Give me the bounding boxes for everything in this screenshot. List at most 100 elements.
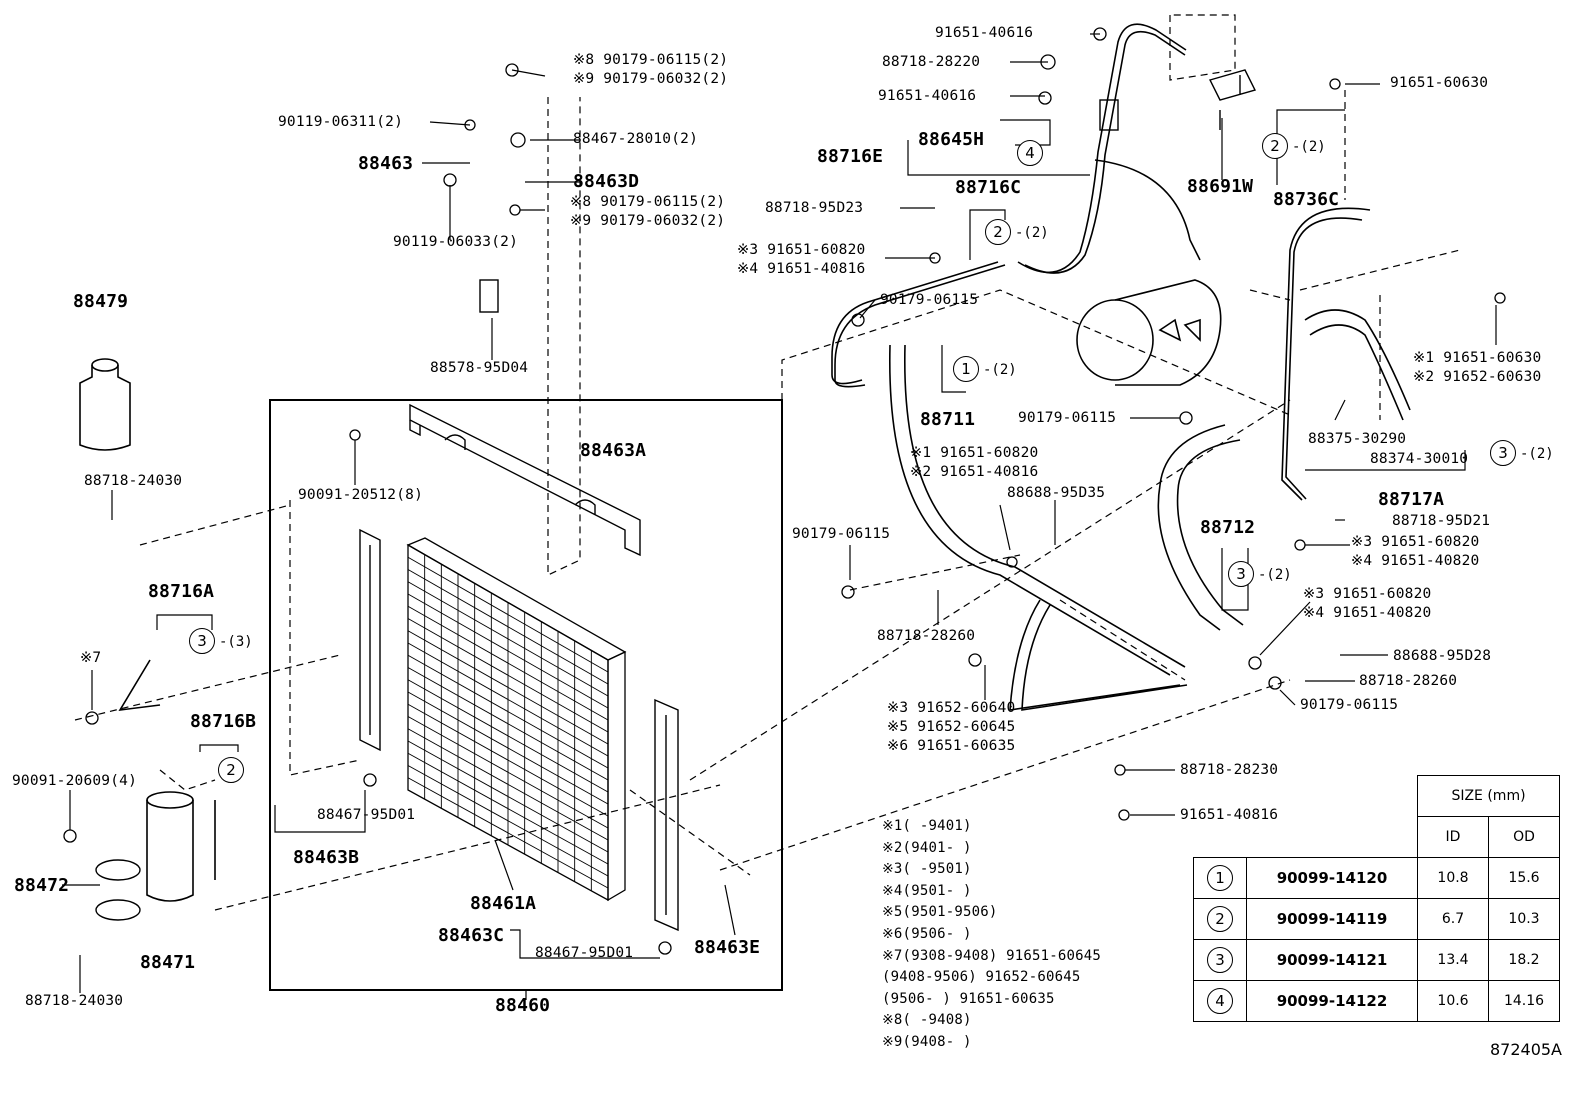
part-label: 88463D — [573, 171, 640, 192]
inner-diameter: 13.4 — [1417, 939, 1489, 981]
o-ring-part-number: 90099-14122 — [1246, 980, 1418, 1022]
part-label: 88718-95D23 — [765, 200, 864, 216]
o-ring-qty: -(2) — [1292, 139, 1326, 155]
desiccant-bottle — [79, 358, 131, 451]
o-ring-qty: -(2) — [1015, 225, 1049, 241]
id-header: ID — [1417, 816, 1489, 858]
part-label: 90119-06033(2) — [393, 234, 519, 250]
o-ring-callout: 1 — [953, 356, 979, 382]
part-label: 88718-28220 — [882, 54, 981, 70]
part-label: ※9 90179-06032(2) — [570, 213, 726, 229]
part-label: 88688-95D35 — [1007, 485, 1106, 501]
condenser-core — [406, 537, 627, 902]
part-label: 91651-40616 — [878, 88, 977, 104]
note-line: ※4(9501- ) — [882, 882, 972, 899]
part-label: 88718-28260 — [1359, 673, 1458, 689]
o-ring-qty: -(2) — [983, 362, 1017, 378]
part-label: ※9 90179-06032(2) — [573, 71, 729, 87]
note-line: ※7(9308-9408) 91651-60645 — [882, 947, 1102, 964]
part-label: 90119-06311(2) — [278, 114, 404, 130]
o-ring-callout: 3 — [1228, 561, 1254, 587]
note-line: (9506- ) 91651-60635 — [882, 990, 1055, 1007]
part-label: ※4 91651-40820 — [1351, 553, 1480, 569]
part-label: 88716E — [817, 146, 884, 167]
part-label: ※2 91652-60630 — [1413, 369, 1542, 385]
refrigerant-pipes — [118, 23, 1411, 880]
outer-diameter: 10.3 — [1488, 898, 1560, 940]
part-label: 88467-28010(2) — [573, 131, 699, 147]
pressure-switch — [1099, 99, 1119, 131]
bolts-and-fittings — [63, 27, 1506, 955]
part-label: ※7 — [80, 650, 102, 666]
dashed-reference-lines — [74, 14, 1461, 911]
note-line: ※8( -9408) — [882, 1012, 972, 1029]
figure-reference: 872405A — [1489, 1040, 1562, 1059]
o-ring-qty: -(2) — [1520, 446, 1554, 462]
receiver-dryer — [146, 791, 194, 902]
part-label: 88717A — [1378, 489, 1445, 510]
outer-diameter: 15.6 — [1488, 857, 1560, 899]
cooler-wire — [1208, 69, 1257, 130]
part-label: 88463C — [438, 925, 505, 946]
note-line: ※3( -9501) — [882, 861, 972, 878]
o-ring-callout: 2 — [1262, 133, 1288, 159]
part-label: 88467-95D01 — [317, 807, 416, 823]
part-label: ※3 91651-60820 — [737, 242, 866, 258]
part-label: 88374-30010 — [1370, 451, 1469, 467]
part-label: 88471 — [140, 952, 196, 973]
part-label: ※4 91651-40816 — [737, 261, 866, 277]
part-label: 88578-95D04 — [430, 360, 529, 376]
part-label: 88716C — [955, 177, 1022, 198]
note-line: ※6(9506- ) — [882, 926, 972, 942]
part-label: 88716B — [190, 711, 257, 732]
part-label: ※8 90179-06115(2) — [570, 194, 726, 210]
part-label: 88463E — [694, 937, 761, 958]
part-label: 88718-28230 — [1180, 762, 1279, 778]
note-line: ※2(9401- ) — [882, 839, 972, 856]
part-label: 88718-95D21 — [1392, 513, 1491, 529]
size-header: SIZE (mm) — [1417, 775, 1560, 817]
part-label: 88645H — [918, 129, 985, 150]
note-line: ※9(9408- ) — [882, 1034, 972, 1050]
part-label: 91651-40816 — [1180, 807, 1279, 823]
part-label: 88688-95D28 — [1393, 648, 1492, 664]
part-label: 88463 — [358, 153, 414, 174]
o-ring-callout: 4 — [1017, 140, 1043, 166]
inner-diameter: 10.6 — [1417, 980, 1489, 1022]
part-label: 91651-40616 — [935, 25, 1034, 41]
part-label: 88711 — [920, 409, 976, 430]
o-ring-part-number: 90099-14120 — [1246, 857, 1418, 899]
part-label: ※1 91651-60630 — [1413, 350, 1542, 366]
left-side-bracket — [359, 528, 381, 752]
part-label: 88461A — [470, 893, 537, 914]
part-label: 90091-20609(4) — [12, 773, 138, 789]
compressor — [1076, 279, 1222, 386]
part-label: 90179-06115 — [792, 526, 891, 542]
o-ring-qty: -(2) — [1258, 567, 1292, 583]
part-label: 88691W — [1187, 176, 1254, 197]
row-number: 4 — [1193, 980, 1247, 1022]
part-label: 88463B — [293, 847, 360, 868]
note-line: ※5(9501-9506) — [882, 904, 998, 921]
part-label: 88463A — [580, 440, 647, 461]
part-label: ※2 91651-40816 — [910, 464, 1039, 480]
part-label: ※3 91652-60640 — [887, 700, 1016, 716]
part-label: ※8 90179-06115(2) — [573, 52, 729, 68]
part-label: 88718-24030 — [84, 473, 183, 489]
part-label: 88736C — [1273, 189, 1340, 210]
row-number: 2 — [1193, 898, 1247, 940]
inner-diameter: 10.8 — [1417, 857, 1489, 899]
part-label: ※3 91651-60820 — [1303, 586, 1432, 602]
condenser-core-grid — [407, 554, 609, 891]
note-line: ※1( -9401) — [882, 818, 972, 834]
o-ring-callout: 2 — [218, 757, 244, 783]
o-ring-qty: -(3) — [219, 634, 253, 650]
o-ring-part-number: 90099-14121 — [1246, 939, 1418, 981]
part-label: 91651-60630 — [1390, 75, 1489, 91]
part-label: ※3 91651-60820 — [1351, 534, 1480, 550]
part-label: ※1 91651-60820 — [910, 445, 1039, 461]
